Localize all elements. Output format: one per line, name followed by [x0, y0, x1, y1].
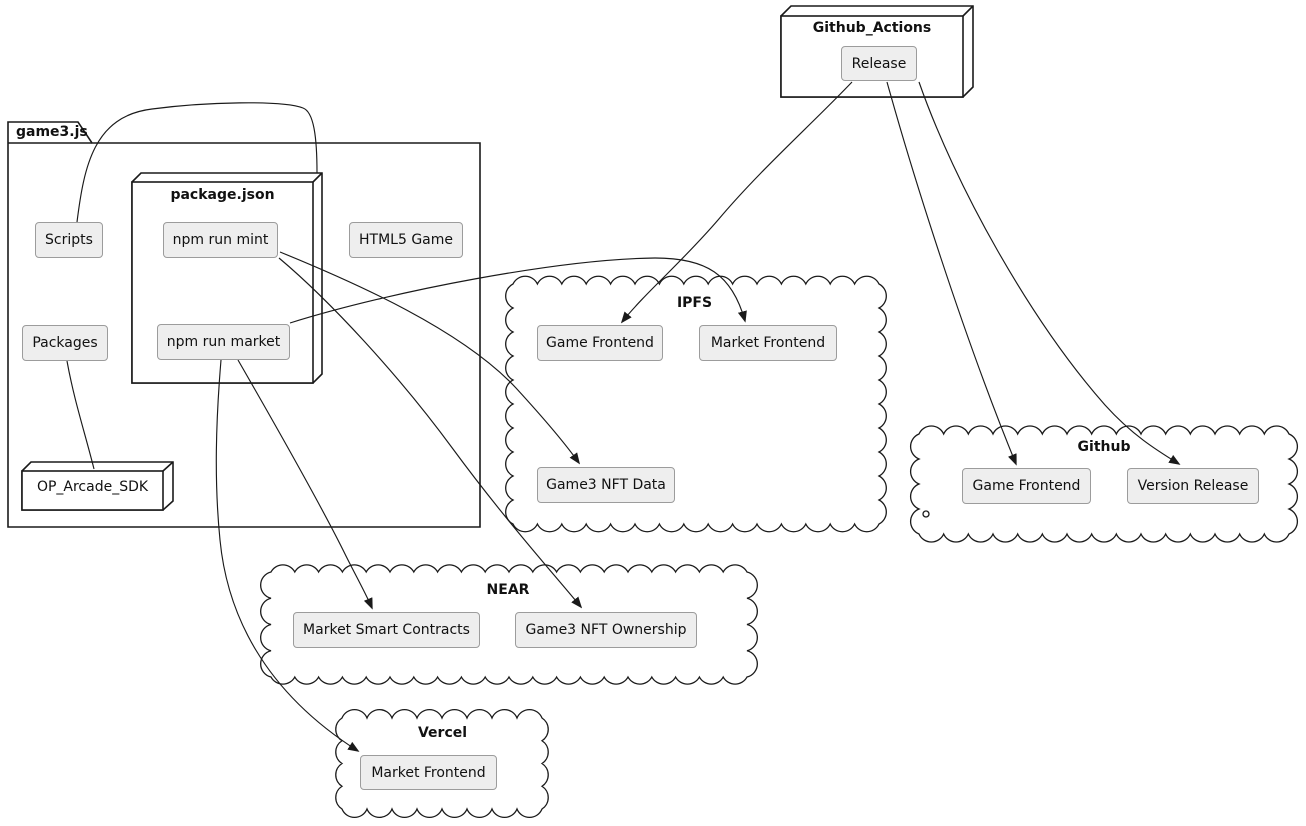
edge-release-to-ipfs-game-frontend — [620, 81, 853, 324]
component-html5-game: HTML5 Game — [349, 222, 463, 258]
cloud-title-vercel: Vercel — [417, 725, 468, 741]
node-title-package-json: package.json — [170, 187, 275, 203]
cloud-title-near: NEAR — [486, 582, 530, 598]
component-github-game-frontend: Game Frontend — [962, 468, 1091, 504]
edge-release-to-github-game-frontend — [886, 81, 1017, 466]
edge-packages-to-op-arcade-sdk — [66, 360, 95, 470]
edge-mint-to-game3-nft-data — [279, 251, 580, 465]
node-title-github-actions: Github_Actions — [812, 20, 932, 36]
node-label-op-arcade-sdk: OP_Arcade_SDK — [36, 479, 149, 495]
component-packages: Packages — [22, 325, 108, 361]
edge-market-to-vercel-market-frontend — [215, 359, 360, 752]
cloud-github — [910, 425, 1298, 543]
cloud-github-knot — [922, 510, 930, 518]
edge-release-to-github-version-release — [918, 81, 1181, 465]
component-vercel-market-frontend: Market Frontend — [360, 755, 497, 790]
component-npm-run-mint: npm run mint — [163, 222, 278, 258]
component-game3-nft-ownership: Game3 NFT Ownership — [515, 612, 697, 648]
edge-scripts-to-package-json — [76, 102, 318, 223]
component-npm-run-market: npm run market — [157, 324, 290, 360]
edge-market-to-ipfs-market-frontend — [289, 257, 747, 324]
node-op-arcade-sdk — [21, 461, 174, 511]
component-game3-nft-data: Game3 NFT Data — [537, 467, 675, 503]
component-version-release: Version Release — [1127, 468, 1259, 504]
cloud-near — [260, 564, 758, 685]
component-ipfs-market-frontend: Market Frontend — [699, 325, 837, 361]
cloud-title-github: Github — [1077, 439, 1131, 455]
component-market-smart-contracts: Market Smart Contracts — [293, 612, 480, 648]
component-scripts: Scripts — [35, 222, 103, 258]
component-release: Release — [841, 46, 917, 81]
component-ipfs-game-frontend: Game Frontend — [537, 325, 663, 361]
edge-market-to-market-smart-contracts — [237, 359, 373, 610]
folder-title: game3.js — [16, 124, 88, 140]
cloud-title-ipfs: IPFS — [676, 295, 713, 311]
edge-mint-to-game3-nft-ownership — [278, 257, 583, 609]
